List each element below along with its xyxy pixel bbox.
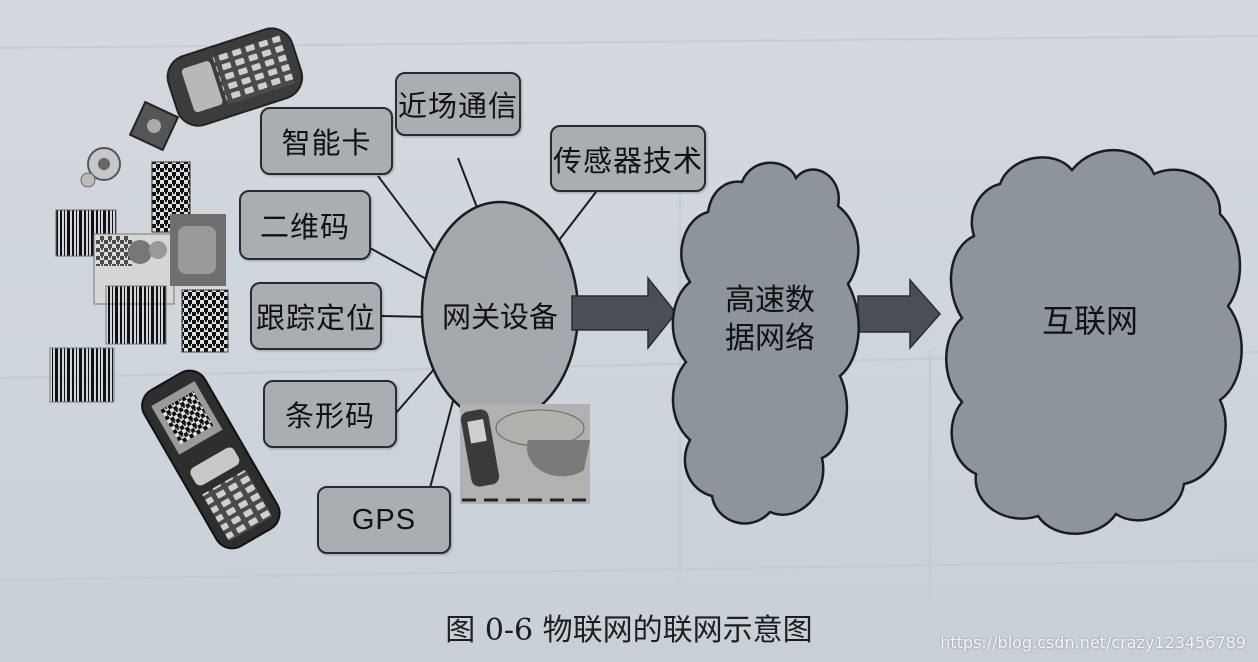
barcode-image bbox=[106, 286, 166, 344]
watermark-url: https://blog.csdn.net/crazy123456789 bbox=[940, 633, 1246, 652]
connector-smartcard bbox=[378, 176, 438, 256]
tech-label-nfc: 近场通信 bbox=[398, 83, 518, 125]
barcode-image bbox=[50, 348, 114, 402]
qr-code-image bbox=[182, 290, 228, 352]
tech-label-qrcode: 二维码 bbox=[260, 204, 350, 246]
tech-box-sensor: 传感器技术 bbox=[550, 125, 706, 192]
tech-box-qrcode: 二维码 bbox=[239, 190, 371, 260]
tech-box-gps: GPS bbox=[317, 486, 451, 554]
tech-box-smartcard: 智能卡 bbox=[260, 107, 393, 175]
tech-label-barcode: 条形码 bbox=[285, 393, 375, 435]
tech-label-tracking: 跟踪定位 bbox=[256, 295, 376, 337]
gateway-label: 网关设备 bbox=[430, 294, 570, 336]
arrow-network-to-internet bbox=[858, 280, 940, 348]
connector-qrcode bbox=[370, 248, 428, 280]
barcode-scanner-image bbox=[460, 404, 590, 504]
tech-label-gps: GPS bbox=[352, 504, 416, 537]
connector-nfc bbox=[458, 158, 478, 210]
tech-label-sensor: 传感器技术 bbox=[553, 138, 703, 180]
tech-label-smartcard: 智能卡 bbox=[281, 120, 371, 162]
arrow-gateway-to-network bbox=[572, 278, 676, 348]
tech-box-nfc: 近场通信 bbox=[395, 72, 521, 136]
tech-box-barcode: 条形码 bbox=[263, 380, 397, 448]
internet-label: 互联网 bbox=[1020, 296, 1160, 342]
tech-box-tracking: 跟踪定位 bbox=[250, 282, 382, 350]
network-label: 高速数 据网络 bbox=[700, 282, 840, 358]
